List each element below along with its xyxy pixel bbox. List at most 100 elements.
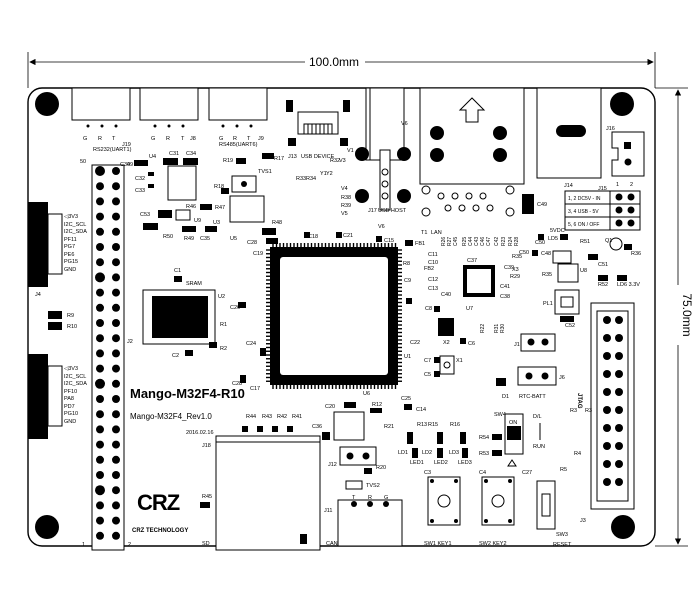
c6-label: C6 [468, 341, 475, 347]
j11-label: J11 [324, 508, 332, 514]
header-signal-label: ◁3V3 [64, 214, 79, 220]
j15-label: J15 [598, 186, 607, 192]
header-signal-label: PA8 [64, 396, 74, 402]
connector-j8: G R T J8 [139, 87, 199, 142]
c11-label: C11 [428, 252, 438, 258]
ld2-label: LD2 [422, 450, 432, 456]
j2-pin [112, 258, 120, 267]
header-signal-label: ◁3V3 [64, 366, 79, 372]
j2-pin [112, 182, 120, 191]
r9-label: R9 [67, 313, 74, 319]
c35-label: C35 [200, 236, 210, 242]
header-j5: J5 [28, 354, 63, 439]
j2-pin [96, 531, 104, 540]
r30-label: R30 [500, 324, 506, 333]
j2-pin [96, 471, 104, 479]
j9-pin-t: T [247, 136, 251, 142]
r19-label: R19 [223, 158, 233, 164]
j2-pin [112, 440, 120, 449]
boot-switch-sw4[interactable]: SW4 ON D/L RUN R54 R53 [479, 412, 545, 467]
c31-label: C31 [169, 151, 179, 157]
header-signal-label: PE6 [64, 251, 75, 258]
j2-pin [95, 272, 105, 283]
jtag-pin [603, 478, 611, 486]
header-signal-label: PG7 [64, 244, 76, 250]
ld5-label: LD5 [548, 236, 558, 242]
j2-pin [96, 349, 104, 358]
header-signal-label: PD7 [64, 403, 75, 410]
c43-label: C43 [474, 237, 480, 246]
mcu-u1: U1 [266, 243, 411, 389]
j2-pin [112, 471, 120, 479]
j2-pin [96, 364, 104, 373]
j17-desc: USB HOST [378, 208, 407, 214]
j19-pin-g: G [83, 136, 87, 142]
u1-label: U1 [404, 354, 411, 360]
j2-pin [112, 197, 120, 206]
height-label: 75.0mm [680, 293, 694, 336]
ethernet-phy-u7: U7 C37 C39 R29 C41 C38 C40 FB2 C13 C12 C… [403, 240, 520, 312]
jtag-pin [615, 370, 623, 378]
j16-label: J16 [606, 126, 615, 132]
c37-label: C37 [467, 258, 477, 264]
c25-label: C25 [401, 396, 411, 402]
j8-pin-r: R [166, 136, 170, 142]
r34-label: R34 [306, 176, 316, 182]
mounting-hole [610, 92, 634, 116]
header-signal-label: PG15 [64, 259, 79, 265]
u7-label: U7 [466, 306, 473, 312]
sw4-mode-label: D/L [533, 414, 542, 420]
header-j4: J4 [28, 202, 63, 298]
r3-label: R3 [585, 408, 592, 414]
switch-sw2[interactable]: C4 SW2 KEY2 [479, 470, 515, 547]
header-signal-label: PF10 [64, 388, 78, 395]
j8-pin-g: G [151, 136, 155, 142]
r8-label: R8 [403, 261, 410, 267]
usb-host-connector: J17 USB HOST [355, 87, 411, 214]
header-signal-label: GND [64, 266, 77, 273]
j2-pin-49: 49 [127, 162, 133, 168]
c9-label: C9 [404, 278, 411, 284]
j2-pin [112, 273, 120, 282]
jtag-label: JTAG [576, 393, 582, 409]
c52-label: C52 [565, 323, 575, 329]
r42-label: R42 [277, 414, 287, 420]
ld6-label: LD6 3.3V [617, 282, 640, 288]
sw4-on-label: ON [509, 420, 517, 426]
j12-label: J12 [328, 462, 337, 468]
usb-device-connector: J13 USB DEVICE [286, 100, 350, 160]
j2-pin [96, 212, 104, 221]
d1-label: D1 [502, 394, 509, 400]
ld1-label: LD1 [398, 450, 408, 456]
jtag-pin [615, 442, 623, 450]
led-area: R13 R15 R16 LD1 LD2 LD3 LED1 LED2 LED3 [398, 422, 472, 466]
v1-label: V1 [347, 148, 354, 154]
sd-label: SD [202, 541, 210, 547]
j2-pin [96, 243, 104, 251]
c28b-label: C28 [232, 381, 242, 387]
lan-passives: R26 R27 C45 R25 C44 C43 C46 C47 C42 R23 … [441, 237, 520, 333]
q1-label: Q1 [605, 238, 612, 244]
j2-pin [112, 410, 120, 419]
c5-label: C5 [424, 372, 431, 378]
r26-label: R26 [441, 237, 447, 246]
r39-label: R39 [341, 203, 351, 209]
crz-logo: CRZ CRZ TECHNOLOGY [132, 490, 188, 534]
r41-label: R41 [292, 414, 302, 420]
sw4-run-label: RUN [533, 444, 545, 450]
led1-label: LED1 [410, 460, 424, 466]
jtag-pin [603, 370, 611, 378]
j13-label: J13 [288, 154, 297, 160]
c19-label: C19 [253, 251, 263, 257]
c26-label: C26 [230, 305, 240, 311]
v6b-label: V6 [378, 224, 385, 230]
v5-label: V5 [341, 211, 348, 217]
j2-pin [96, 303, 104, 312]
u6-label: U6 [363, 391, 370, 397]
switch-sw1[interactable]: C3 SW1 KEY1 [424, 470, 461, 547]
switch-sw3-reset[interactable]: C27 SW3 RESET [522, 470, 572, 548]
j2-pin [95, 485, 105, 496]
j2-pin [112, 395, 120, 403]
